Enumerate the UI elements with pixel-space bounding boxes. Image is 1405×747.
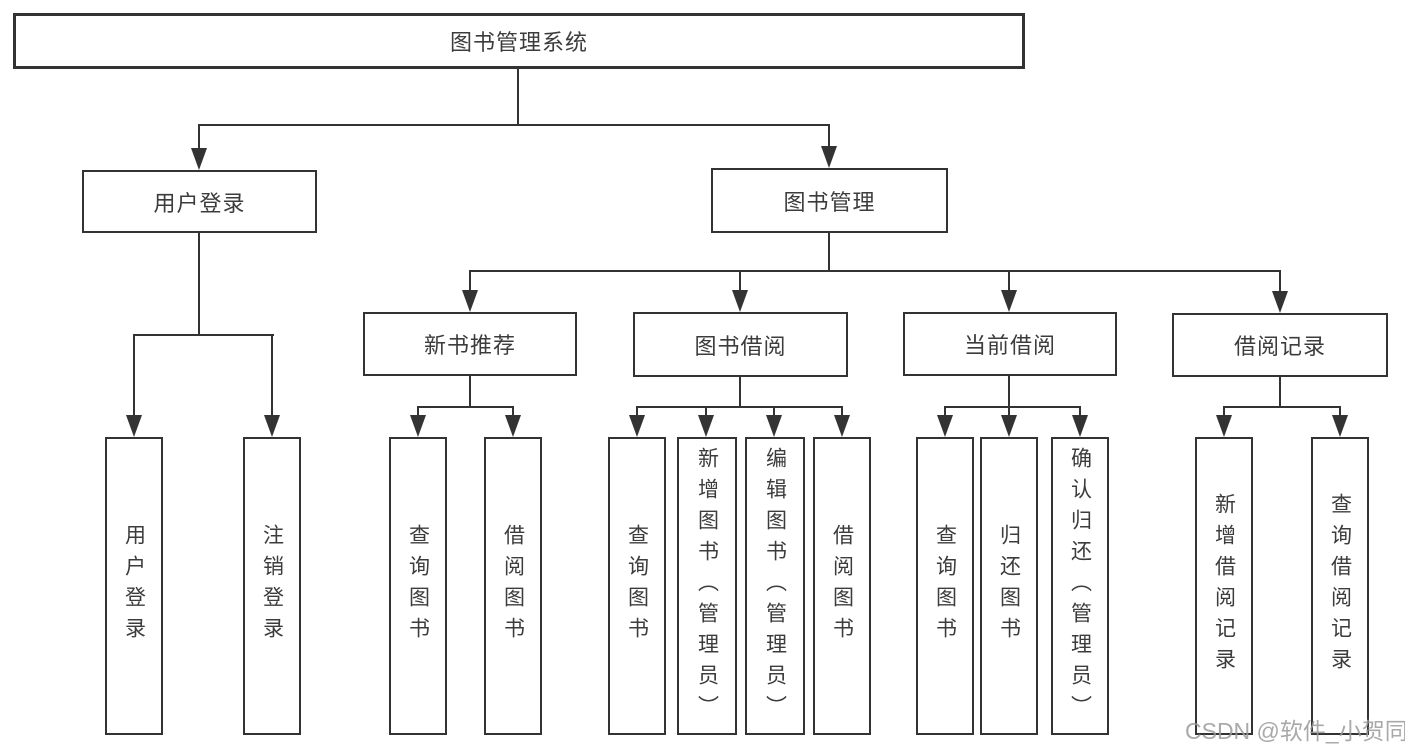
node-borrowing-records: 借阅记录 — [1172, 313, 1388, 377]
connector-line — [828, 233, 830, 272]
leaf-records-query-borrow-record: 查询借阅记录 — [1311, 437, 1369, 735]
connector-line — [841, 406, 843, 416]
leaf-current-query-books: 查询图书 — [916, 437, 974, 735]
connector-line — [1079, 406, 1081, 416]
leaf-recommend-borrow-books: 借阅图书 — [484, 437, 542, 735]
leaf-logout: 注销登录 — [243, 437, 301, 735]
leaf-label: 确认归还（管理员） — [1068, 446, 1092, 726]
connector-line — [469, 270, 471, 292]
arrow-down-icon — [732, 290, 748, 312]
leaf-user-login: 用户登录 — [105, 437, 163, 735]
arrow-down-icon — [1332, 415, 1348, 437]
connector-line — [198, 124, 200, 152]
arrow-down-icon — [191, 148, 207, 170]
leaf-borrowing-borrow-books: 借阅图书 — [813, 437, 871, 735]
node-label: 当前借阅 — [963, 333, 1056, 358]
leaf-label: 编辑图书（管理员） — [763, 446, 787, 726]
connector-line — [1339, 406, 1341, 416]
arrow-down-icon — [1216, 415, 1232, 437]
arrow-down-icon — [505, 415, 521, 437]
node-current-borrowing: 当前借阅 — [903, 312, 1117, 376]
arrow-down-icon — [1272, 291, 1288, 313]
arrow-down-icon — [834, 415, 850, 437]
leaf-label: 查询借阅记录 — [1328, 493, 1352, 679]
arrow-down-icon — [698, 415, 714, 437]
arrow-down-icon — [629, 415, 645, 437]
connector-line — [944, 406, 1081, 408]
leaf-label: 借阅图书 — [830, 524, 854, 648]
arrow-down-icon — [821, 146, 837, 168]
arrow-down-icon — [126, 415, 142, 437]
leaf-label: 借阅图书 — [501, 524, 525, 648]
leaf-current-return-books: 归还图书 — [980, 437, 1038, 735]
arrow-down-icon — [264, 415, 280, 437]
connector-line — [469, 270, 1281, 272]
connector-line — [1008, 406, 1010, 416]
connector-line — [198, 124, 830, 126]
leaf-current-confirm-return-admin: 确认归还（管理员） — [1051, 437, 1109, 735]
leaf-recommend-query-books: 查询图书 — [389, 437, 447, 735]
connector-line — [828, 124, 830, 150]
leaf-label: 新增借阅记录 — [1212, 493, 1236, 679]
connector-line — [1279, 270, 1281, 292]
arrow-down-icon — [937, 415, 953, 437]
arrow-down-icon — [1001, 290, 1017, 312]
node-label: 图书管理系统 — [449, 30, 588, 55]
node-label: 借阅记录 — [1233, 334, 1326, 359]
watermark-text: CSDN @软件_小贺同学 — [1185, 718, 1405, 744]
connector-line — [512, 406, 514, 416]
connector-line — [1223, 406, 1341, 408]
leaf-borrowing-query-books: 查询图书 — [608, 437, 666, 735]
connector-line — [636, 406, 843, 408]
connector-line — [1279, 377, 1281, 408]
connector-line — [1008, 376, 1010, 408]
node-library-management-system: 图书管理系统 — [13, 13, 1025, 69]
leaf-borrowing-edit-books-admin: 编辑图书（管理员） — [745, 437, 805, 735]
connector-line — [739, 377, 741, 408]
leaf-label: 归还图书 — [997, 524, 1021, 648]
connector-line — [469, 376, 471, 408]
node-label: 新书推荐 — [423, 333, 516, 358]
connector-line — [417, 406, 419, 416]
node-book-management: 图书管理 — [711, 168, 948, 233]
node-user-login: 用户登录 — [82, 170, 317, 233]
leaf-label: 新增图书（管理员） — [695, 446, 719, 726]
arrow-down-icon — [410, 415, 426, 437]
connector-line — [1008, 270, 1010, 292]
node-label: 图书管理 — [783, 189, 876, 215]
connector-line — [133, 334, 274, 336]
connector-line — [417, 406, 514, 408]
connector-line — [198, 233, 200, 336]
connector-line — [739, 270, 741, 292]
leaf-label: 查询图书 — [933, 524, 957, 648]
leaf-label: 查询图书 — [625, 524, 649, 648]
node-label: 图书借阅 — [694, 333, 787, 359]
connector-line — [133, 334, 135, 417]
leaf-records-add-borrow-record: 新增借阅记录 — [1195, 437, 1253, 735]
connector-line — [944, 406, 946, 416]
leaf-label: 查询图书 — [406, 524, 430, 648]
connector-line — [271, 334, 273, 417]
leaf-borrowing-add-books-admin: 新增图书（管理员） — [677, 437, 737, 735]
connector-line — [517, 68, 519, 126]
arrow-down-icon — [766, 415, 782, 437]
arrow-down-icon — [1001, 415, 1017, 437]
node-new-book-recommendation: 新书推荐 — [363, 312, 577, 376]
node-label: 用户登录 — [153, 190, 246, 216]
node-book-borrowing: 图书借阅 — [633, 312, 848, 377]
leaf-label: 注销登录 — [260, 524, 284, 648]
connector-line — [636, 406, 638, 416]
connector-line — [705, 406, 707, 416]
leaf-label: 用户登录 — [122, 524, 146, 648]
connector-line — [773, 406, 775, 416]
arrow-down-icon — [462, 290, 478, 312]
connector-line — [1223, 406, 1225, 416]
arrow-down-icon — [1072, 415, 1088, 437]
